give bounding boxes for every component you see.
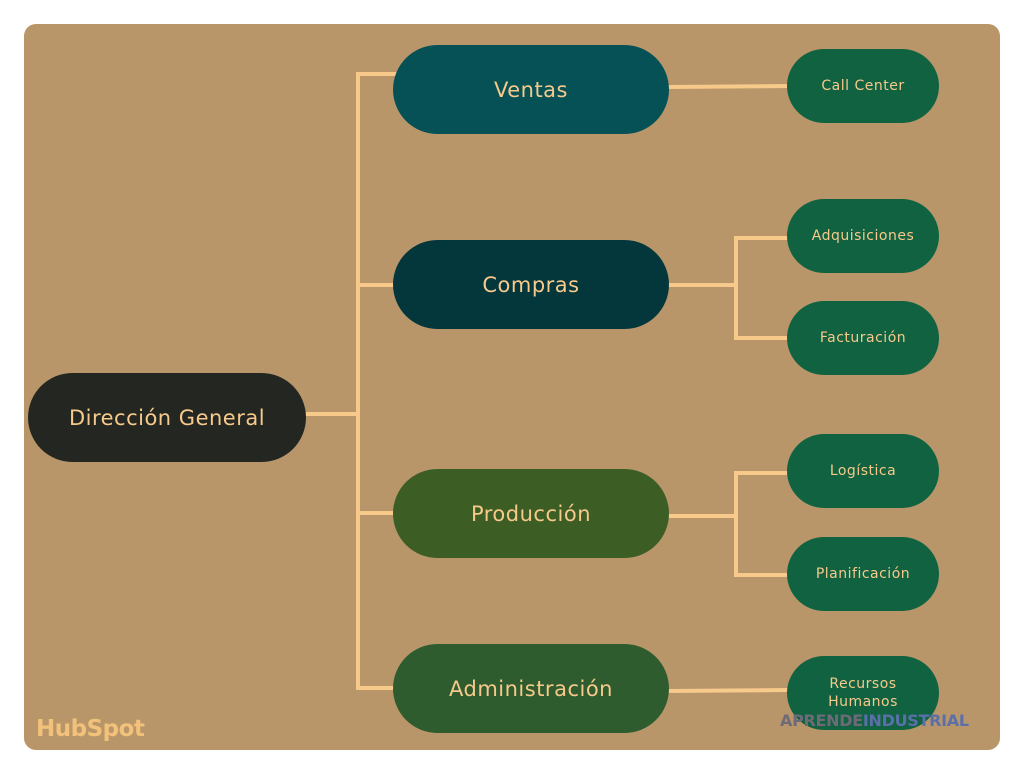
watermark-part-2: INDUSTRIAL [862, 711, 969, 730]
node-recursos-humanos: Recursos Humanos [787, 656, 939, 730]
node-call-center: Call Center [787, 49, 939, 123]
node-direccion-general: Dirección General [28, 373, 306, 462]
node-adquisiciones: Adquisiciones [787, 199, 939, 273]
aprendeindustrial-watermark: APRENDEINDUSTRIAL [780, 711, 969, 730]
node-administracion: Administración [393, 644, 669, 733]
hubspot-logo: HubSpot [36, 716, 145, 742]
node-compras: Compras [393, 240, 669, 329]
node-produccion: Producción [393, 469, 669, 558]
connector-call-center [666, 83, 792, 90]
connector-recursos-humanos [666, 687, 792, 694]
node-logistica: Logística [787, 434, 939, 508]
watermark-part-1: APRENDE [780, 711, 863, 730]
node-facturacion: Facturación [787, 301, 939, 375]
node-planificacion: Planificación [787, 537, 939, 611]
node-ventas: Ventas [393, 45, 669, 134]
